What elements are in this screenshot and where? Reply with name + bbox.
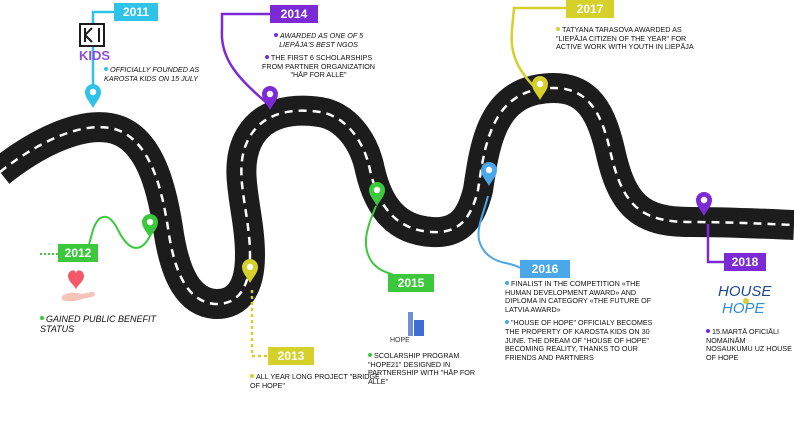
- connector-2018: [706, 224, 724, 264]
- connector-2016: [477, 195, 521, 269]
- karosta-kids-logo: KIDS: [79, 23, 110, 63]
- road-center-line: [0, 86, 794, 306]
- note-2017: TATYANA TARASOVA AWARDED AS "LIEPĀJA CIT…: [556, 25, 706, 57]
- year-badge-2013: 2013: [268, 347, 314, 365]
- note-2011: OFFICIALLY FOUNDED AS KAROSTA KIDS ON 15…: [104, 65, 214, 88]
- note-2018-text: 15.MARTĀ OFICIĀLI NOMAINĀM NOSAUKUMU UZ …: [706, 327, 792, 362]
- kids-logo-text: KIDS: [79, 48, 110, 63]
- hope-logo-text-2: HOPE: [722, 300, 766, 317]
- house-of-hope-logo: HOUSE HOPE: [718, 283, 772, 317]
- year-badge-2012: 2012: [58, 244, 98, 262]
- year-badge-2014: 2014: [270, 5, 318, 23]
- connector-2017: [510, 6, 566, 93]
- heart-hand-icon: [62, 270, 95, 302]
- hope21-logo: HOPE: [390, 312, 424, 344]
- note-2011-text: OFFICIALLY FOUNDED AS KAROSTA KIDS ON 15…: [104, 65, 200, 83]
- note-2014: AWARDED AS ONE OF 5 LIEPĀJA'S BEST NGOS …: [256, 31, 381, 85]
- note-2017-text: TATYANA TARASOVA AWARDED AS "LIEPĀJA CIT…: [556, 25, 694, 52]
- map-pin-icon: [85, 84, 101, 108]
- note-2016-text-2: "HOUSE OF HOPE" OFFICIALY BECOMES THE PR…: [505, 318, 653, 362]
- note-2015: SCOLARSHIP PROGRAM "HOPE21" DESIGNED IN …: [368, 351, 476, 391]
- note-2015-text: SCOLARSHIP PROGRAM "HOPE21" DESIGNED IN …: [368, 351, 476, 386]
- map-pin-icon: [262, 86, 278, 110]
- note-2018: 15.MARTĀ OFICIĀLI NOMAINĀM NOSAUKUMU UZ …: [706, 327, 792, 367]
- map-pin-icon: [481, 162, 497, 186]
- connector-2013: [250, 290, 268, 358]
- note-2012: GAINED PUBLIC BENEFIT STATUS: [40, 314, 160, 334]
- connector-2011: [91, 10, 114, 104]
- year-badge-2018: 2018: [724, 253, 766, 271]
- note-2014-text-1: AWARDED AS ONE OF 5 LIEPĀJA'S BEST NGOS: [279, 31, 364, 49]
- hope-logo-text: HOPE: [390, 337, 410, 344]
- note-2013-text: ALL YEAR LONG PROJECT "BRIDGE OF HOPE": [250, 372, 380, 390]
- year-badge-2011: 2011: [114, 3, 158, 21]
- map-pin-icon: [142, 214, 158, 238]
- year-badge-2016: 2016: [520, 260, 570, 278]
- note-2016-text-1: FINALIST IN THE COMPETITION «THE HUMAN D…: [505, 279, 652, 314]
- connector-2014: [220, 12, 270, 105]
- connector-2012: [40, 215, 151, 255]
- map-pin-icon: [242, 259, 258, 283]
- note-2013: ALL YEAR LONG PROJECT "BRIDGE OF HOPE": [250, 372, 380, 395]
- year-badge-2015: 2015: [388, 274, 434, 292]
- note-2012-text: GAINED PUBLIC BENEFIT STATUS: [40, 314, 157, 334]
- map-pin-icon: [532, 76, 548, 100]
- road: [0, 73, 794, 319]
- house-logo-text: HOUSE: [718, 283, 772, 300]
- note-2016: FINALIST IN THE COMPETITION «THE HUMAN D…: [505, 279, 655, 367]
- year-badge-2017: 2017: [566, 0, 614, 18]
- map-pin-icon: [696, 192, 712, 216]
- map-pin-icon: [369, 182, 385, 206]
- note-2014-text-2: THE FIRST 6 SCHOLARSHIPS FROM PARTNER OR…: [261, 53, 375, 80]
